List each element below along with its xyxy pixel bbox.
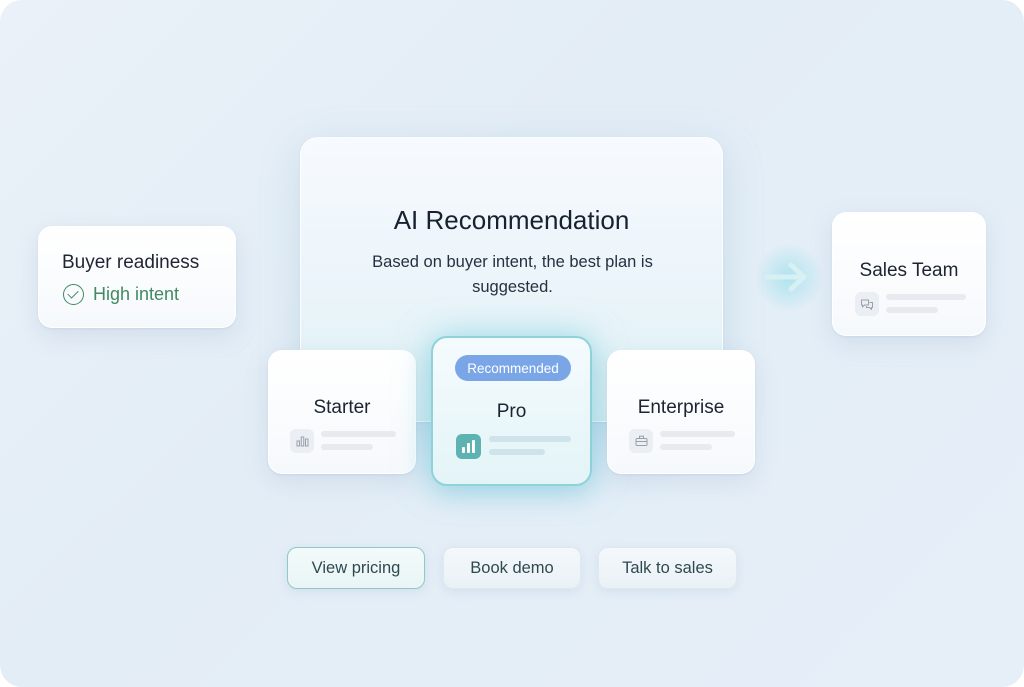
check-circle-icon [63,284,84,305]
buyer-intent-status: High intent [63,284,179,305]
plan-card-enterprise[interactable]: Enterprise [607,350,755,474]
placeholder-line [489,436,571,442]
bar-chart-icon [290,429,314,453]
placeholder-line [886,294,966,300]
ai-recommendation-title: AI Recommendation [393,205,630,235]
placeholder-line [660,444,712,450]
ai-recommendation-description: Based on buyer intent, the best plan is … [372,253,653,296]
plan-name: Starter [313,397,371,418]
buyer-intent-label: High intent [93,284,180,304]
placeholder-line [321,444,373,450]
recommended-badge: Recommended [455,355,571,381]
sales-team-title: Sales Team [859,260,959,281]
placeholder-line [489,449,545,455]
chat-icon [855,292,879,316]
placeholder-line [886,307,938,313]
buyer-readiness-card: Buyer readiness High intent [38,226,236,328]
briefcase-icon [629,429,653,453]
buyer-readiness-title: Buyer readiness [62,252,200,273]
bar-chart-icon [456,434,481,459]
sales-team-card: Sales Team [832,212,986,336]
plan-name: Enterprise [637,397,725,418]
placeholder-line [321,431,396,437]
plan-card-starter[interactable]: Starter [268,350,416,474]
plan-name: Pro [496,401,527,422]
talk-to-sales-button[interactable]: Talk to sales [598,547,737,589]
plan-card-pro[interactable]: Recommended Pro [431,336,592,486]
book-demo-button[interactable]: Book demo [443,547,581,589]
arrow-right-icon [764,262,807,292]
placeholder-line [660,431,735,437]
view-pricing-button[interactable]: View pricing [287,547,425,589]
